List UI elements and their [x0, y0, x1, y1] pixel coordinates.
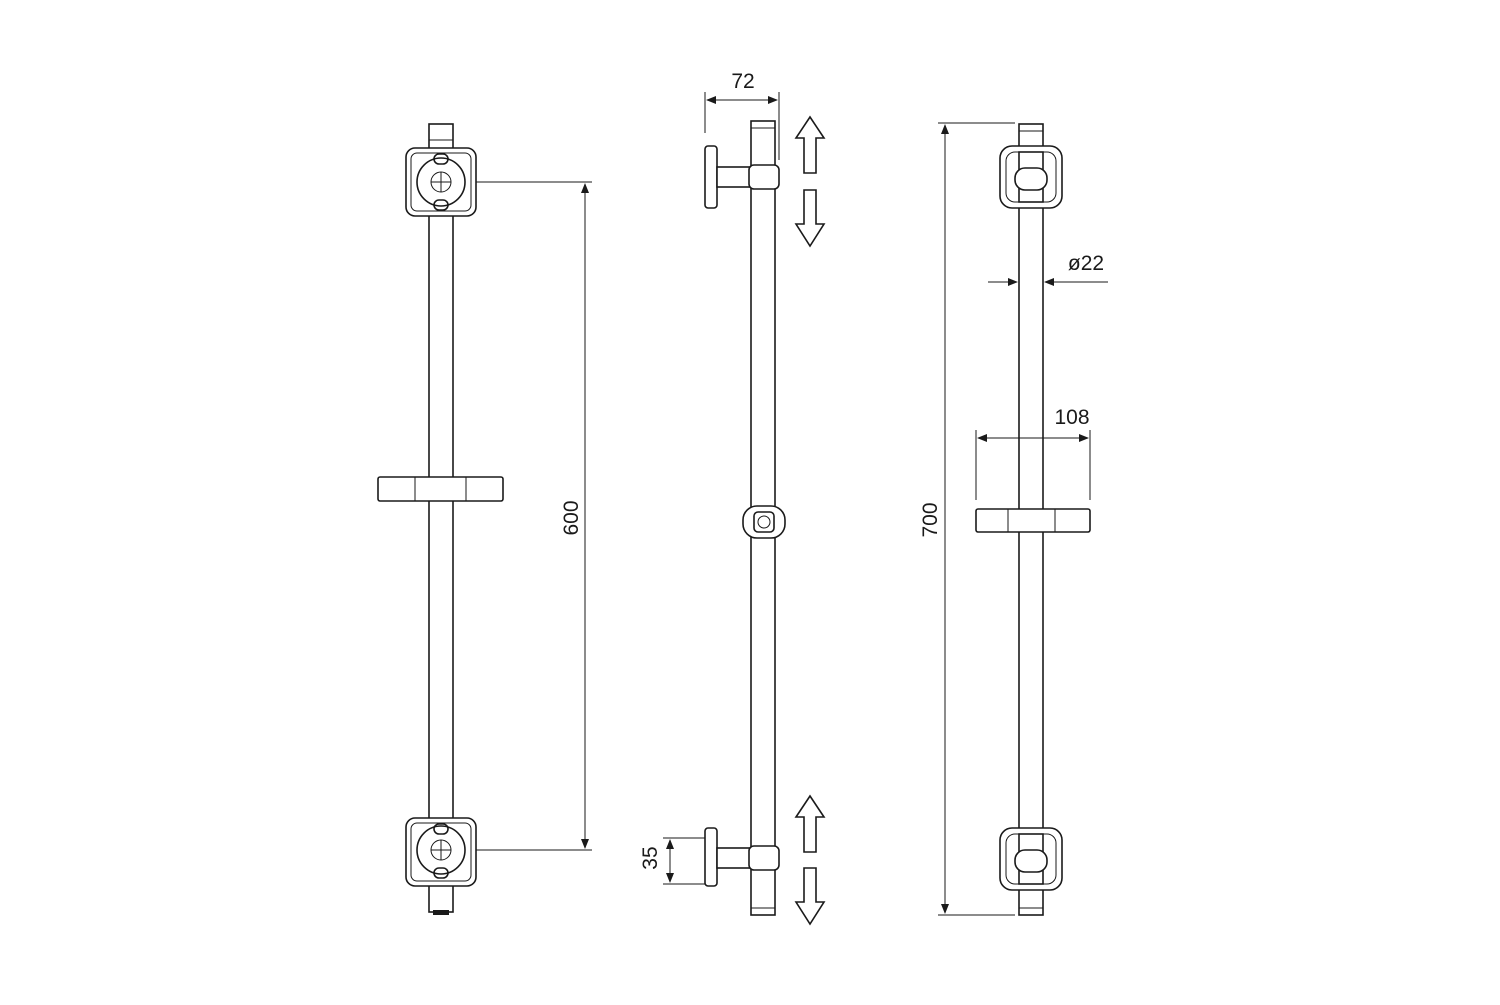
front-top-bracket — [405, 147, 477, 217]
front-view: 600 — [377, 123, 592, 915]
back-top-bracket — [999, 145, 1063, 209]
slide-down-arrow-icon — [794, 189, 826, 248]
dimension-rod-diameter: ø22 — [988, 252, 1108, 286]
slide-up-arrow-icon — [794, 115, 826, 174]
side-view: 72 35 — [639, 70, 826, 926]
dimension-holder-width: 108 — [975, 406, 1091, 500]
dimension-label-diameter: ø22 — [1068, 252, 1104, 275]
side-top-bracket — [704, 145, 780, 209]
dimension-label-700: 700 — [919, 502, 942, 537]
slide-down-arrow-icon — [794, 867, 826, 926]
back-view: 700 ø22 108 — [919, 122, 1108, 916]
side-slider — [742, 505, 786, 539]
dimension-label-72: 72 — [731, 70, 754, 93]
front-bottom-bracket — [405, 817, 477, 887]
front-holder — [377, 476, 504, 502]
back-bottom-bracket — [999, 827, 1063, 891]
dimension-label-35: 35 — [639, 846, 662, 869]
dimension-label-108: 108 — [1054, 406, 1089, 429]
front-rod — [428, 123, 454, 913]
back-holder — [975, 508, 1091, 533]
front-end-cap — [433, 910, 449, 915]
dimension-base-offset: 35 — [639, 837, 705, 885]
dimension-label-600: 600 — [560, 500, 583, 535]
slide-up-arrow-icon — [794, 794, 826, 853]
dimension-bracket-spacing: 600 — [476, 181, 592, 851]
side-bottom-bracket — [704, 827, 780, 887]
dimension-depth: 72 — [704, 70, 780, 160]
dimension-total-length: 700 — [919, 122, 1015, 916]
